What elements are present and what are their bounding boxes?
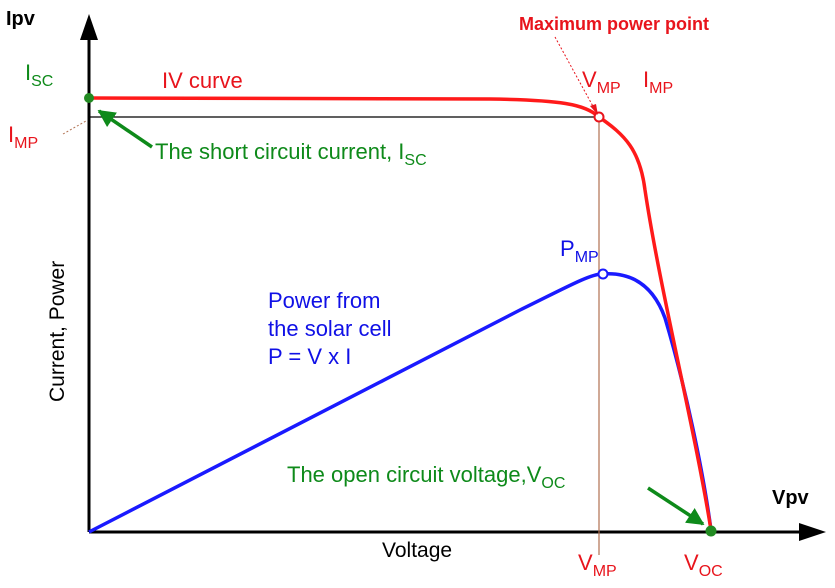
imp-top-label: IMP: [643, 67, 673, 97]
voc-axis-label: VOC: [684, 550, 723, 580]
y-axis-label: Current, Power: [46, 261, 69, 402]
vmp-axis-sub: MP: [593, 563, 617, 580]
power-label-line1: Power from: [268, 288, 380, 313]
x-axis-label: Voltage: [382, 539, 452, 562]
open-circuit-arrow: [647, 486, 705, 526]
voc-axis-sub: OC: [699, 563, 723, 580]
power-curve: [88, 272, 713, 534]
isc-label: ISC: [25, 60, 53, 90]
mpp-pointer-arrowhead: [590, 104, 598, 115]
iv-curve-label: IV curve: [162, 68, 243, 93]
vmp-axis-main: V: [578, 550, 593, 575]
imp-left-main: I: [8, 122, 14, 147]
short-circuit-text: The short circuit current, I: [155, 139, 404, 164]
imp-top-main: I: [643, 67, 649, 92]
voc-point: [705, 525, 717, 537]
imp-left-label: IMP: [8, 122, 38, 152]
y-axis-title: Ipv: [6, 8, 36, 30]
vmp-top-sub: MP: [597, 80, 621, 97]
pmp-point: [597, 268, 609, 280]
vmp-top-main: V: [582, 67, 597, 92]
power-label-line3: P = V x I: [268, 344, 351, 369]
isc-label-main: I: [25, 60, 31, 85]
imp-top-sub: MP: [649, 80, 673, 97]
short-circuit-label: The short circuit current, ISC: [155, 139, 427, 169]
x-axis-title: Vpv: [772, 487, 810, 509]
pmp-sub: MP: [575, 249, 599, 266]
max-power-point-label: Maximum power point: [519, 14, 709, 34]
imp-pointer-arrow: [62, 120, 87, 135]
short-circuit-arrow: [97, 109, 153, 149]
isc-point: [84, 93, 94, 103]
open-circuit-label: The open circuit voltage,VOC: [287, 462, 565, 492]
x-axis-arrowhead: [799, 523, 826, 541]
mpp-pointer-arrow: [554, 36, 596, 111]
vmp-axis-label: VMP: [578, 550, 617, 580]
power-label-line2: the solar cell: [268, 316, 392, 341]
short-circuit-sub: SC: [404, 152, 426, 169]
open-circuit-text: The open circuit voltage,V: [287, 462, 542, 487]
open-circuit-sub: OC: [541, 475, 565, 492]
vmp-top-label: VMP: [582, 67, 621, 97]
pmp-label: PMP: [560, 236, 599, 266]
voc-axis-main: V: [684, 550, 699, 575]
mpp-point: [593, 111, 605, 123]
y-axis-arrowhead: [80, 14, 98, 40]
iv-curve: [88, 96, 713, 531]
isc-label-sub: SC: [31, 73, 53, 90]
imp-left-sub: MP: [14, 135, 38, 152]
pmp-main: P: [560, 236, 575, 261]
